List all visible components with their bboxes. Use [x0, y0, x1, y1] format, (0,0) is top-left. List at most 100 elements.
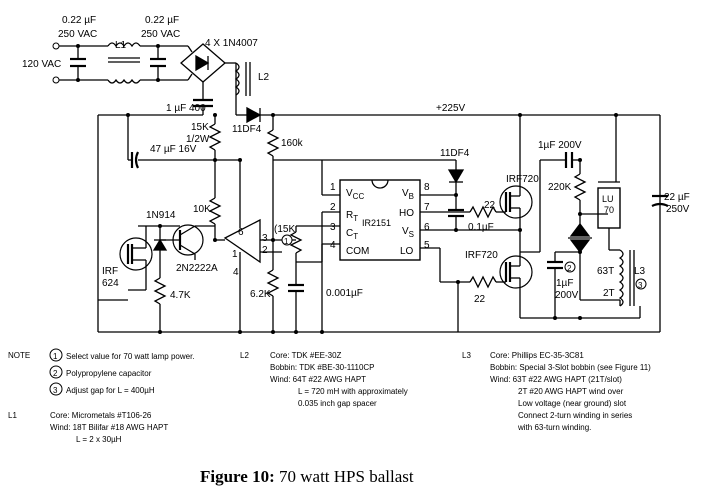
ic-ir2151: IR2151 VCC RT CT COM VB HO VS LO 1 2 3 4…: [273, 159, 470, 332]
l3-2t-label: 2T: [603, 288, 615, 299]
q-irf624-label-b: 624: [102, 278, 119, 289]
ic-pin-2: 2: [330, 202, 336, 213]
note-marker-2: 2: [53, 369, 58, 378]
shutdown-circuit: 10K 1N914 2N2222A IRF 624 4.7K: [98, 197, 458, 334]
ic-lo: LO: [400, 246, 414, 257]
c-in1-value: 0.22 µF: [62, 15, 96, 26]
ic-ct: CT: [346, 228, 358, 241]
l1-core: Core: Micrometals #T106-26: [50, 411, 152, 420]
ic-name: IR2151: [362, 218, 391, 228]
r-22a-label: 22: [484, 200, 496, 211]
ic-pin-4: 4: [330, 240, 336, 251]
q-irf720-low: 22 IRF720: [456, 250, 540, 332]
r-160k-label: 160k: [281, 138, 304, 149]
ic-vb: VB: [402, 188, 414, 201]
l3-w2: 2T #20 AWG HAPT wind over: [518, 387, 624, 396]
c-47uf: 47 µF 16V: [127, 115, 215, 169]
bus-voltage-label: +225V: [436, 103, 466, 114]
note-3: Adjust gap for L = 400µH: [66, 386, 155, 395]
l2-title: L2: [240, 351, 249, 360]
pot-marker: 1: [284, 237, 289, 246]
notes: NOTE 1 Select value for 70 watt lamp pow…: [8, 348, 651, 444]
ic-com: COM: [346, 246, 369, 257]
l2-gap: 0.035 inch gap spacer: [298, 399, 377, 408]
l3-w5: with 63-turn winding.: [517, 423, 591, 432]
ic-pin-5: 5: [424, 240, 430, 251]
cmp-pin-6: 6: [238, 227, 244, 238]
l2-wind: Wind: 64T #22 AWG HAPT: [270, 375, 366, 384]
c-in1-voltage: 250 VAC: [58, 29, 97, 40]
l3-bobbin: Bobbin: Special 3-Slot bobbin (see Figur…: [490, 363, 651, 372]
c-0001-label: 0.001µF: [326, 288, 363, 299]
figure-caption: Figure 10: 70 watt HPS ballast: [200, 467, 414, 486]
cmp-pin-4: 4: [233, 267, 239, 278]
l1-l: L = 2 x 30µH: [76, 435, 122, 444]
c-1uf200b-b: 200V: [555, 290, 579, 301]
mains-label: 120 VAC: [22, 59, 61, 70]
note-2: Polypropylene capacitor: [66, 369, 152, 378]
l3-w4: Connect 2-turn winding in series: [518, 411, 632, 420]
cmp-pin-1: 1: [232, 249, 238, 260]
q-2n2222-label: 2N2222A: [176, 263, 218, 274]
r-62k-label: 6.2K: [250, 289, 271, 300]
cmp-pin-3: 3: [262, 233, 268, 244]
r-15k-watt: 1/2W: [186, 134, 210, 145]
bus-filter: 1 µF 400 11DF4 +225V: [97, 96, 661, 332]
r-15k-label: 15K: [191, 122, 209, 133]
bootstrap: 11DF4 0.1µF: [322, 148, 520, 233]
pot-15k-label: (15K: [274, 224, 295, 235]
lamp-label-a: LU: [602, 194, 614, 204]
l3-wind: Wind: 63T #22 AWG HAPT (21T/slot): [490, 375, 622, 384]
mains-terminal-bottom: [52, 76, 60, 84]
ic-pin-1: 1: [330, 182, 336, 193]
cap-marker: 2: [567, 264, 572, 273]
c-1uf200b-a: 1µF: [556, 278, 573, 289]
l3-label: L3: [634, 266, 646, 277]
ic-pin-6: 6: [424, 222, 430, 233]
l2-label: L2: [258, 72, 270, 83]
comparator: 6 3 2 1 4 6.2K: [215, 160, 296, 332]
ic-vs: VS: [402, 226, 414, 239]
r-47k-label: 4.7K: [170, 290, 191, 301]
l3-w3: Low voltage (near ground) slot: [518, 399, 627, 408]
d-11df4-a-label: 11DF4: [232, 124, 262, 135]
l2-choke: L2: [234, 62, 270, 115]
q-irf720a-label: IRF720: [506, 174, 539, 185]
q-irf720-high: 22 IRF720: [469, 115, 539, 252]
pot-15k: (15K 1: [274, 224, 340, 332]
q-irf624-label-a: IRF: [102, 266, 118, 277]
ic-vcc: VCC: [346, 188, 364, 201]
l3-title: L3: [462, 351, 471, 360]
ic-pin-3: 3: [330, 222, 336, 233]
ic-ho: HO: [399, 208, 414, 219]
l3-marker: 3: [638, 281, 643, 290]
input-filter: 0.22 µF 250 VAC 0.22 µF 250 VAC 120 VAC …: [22, 15, 188, 84]
bridge-rectifier: 4 X 1N4007: [180, 38, 258, 96]
c-1uf-200-label: 1µF 200V: [538, 140, 582, 151]
l3-core: Core: Phillips EC-35-3C81: [490, 351, 584, 360]
l2-core: Core: TDK #EE-30Z: [270, 351, 342, 360]
c-22uf-voltage: 250V: [666, 204, 690, 215]
l2-bobbin: Bobbin: TDK #BE-30-1110CP: [270, 363, 375, 372]
lamp-label-b: 70: [604, 205, 614, 215]
bridge-label: 4 X 1N4007: [205, 38, 258, 49]
l3-63t-label: 63T: [597, 266, 614, 277]
c-1uf-400-label: 1 µF 400: [166, 103, 206, 114]
note-marker-1: 1: [53, 352, 58, 361]
l1-label: L1: [115, 40, 127, 51]
c-22uf-label: 22 µF: [664, 192, 690, 203]
d-1n914-label: 1N914: [146, 210, 176, 221]
ic-pin-7: 7: [424, 202, 430, 213]
c-in2-value: 0.22 µF: [145, 15, 179, 26]
output-section: 1µF 200V 220K 2 1µF 200V LU 70: [458, 115, 690, 333]
ic-rt: RT: [346, 210, 358, 223]
ic-pin-8: 8: [424, 182, 430, 193]
l2-l: L = 720 mH with approximately: [298, 387, 408, 396]
c-47uf-label: 47 µF 16V: [150, 144, 197, 155]
r-22b-label: 22: [474, 294, 486, 305]
d-11df4-b-label: 11DF4: [440, 148, 470, 159]
c-in2-voltage: 250 VAC: [141, 29, 180, 40]
r-15k: 15K 1/2W: [186, 115, 242, 198]
r-160k: 160k: [266, 115, 304, 242]
